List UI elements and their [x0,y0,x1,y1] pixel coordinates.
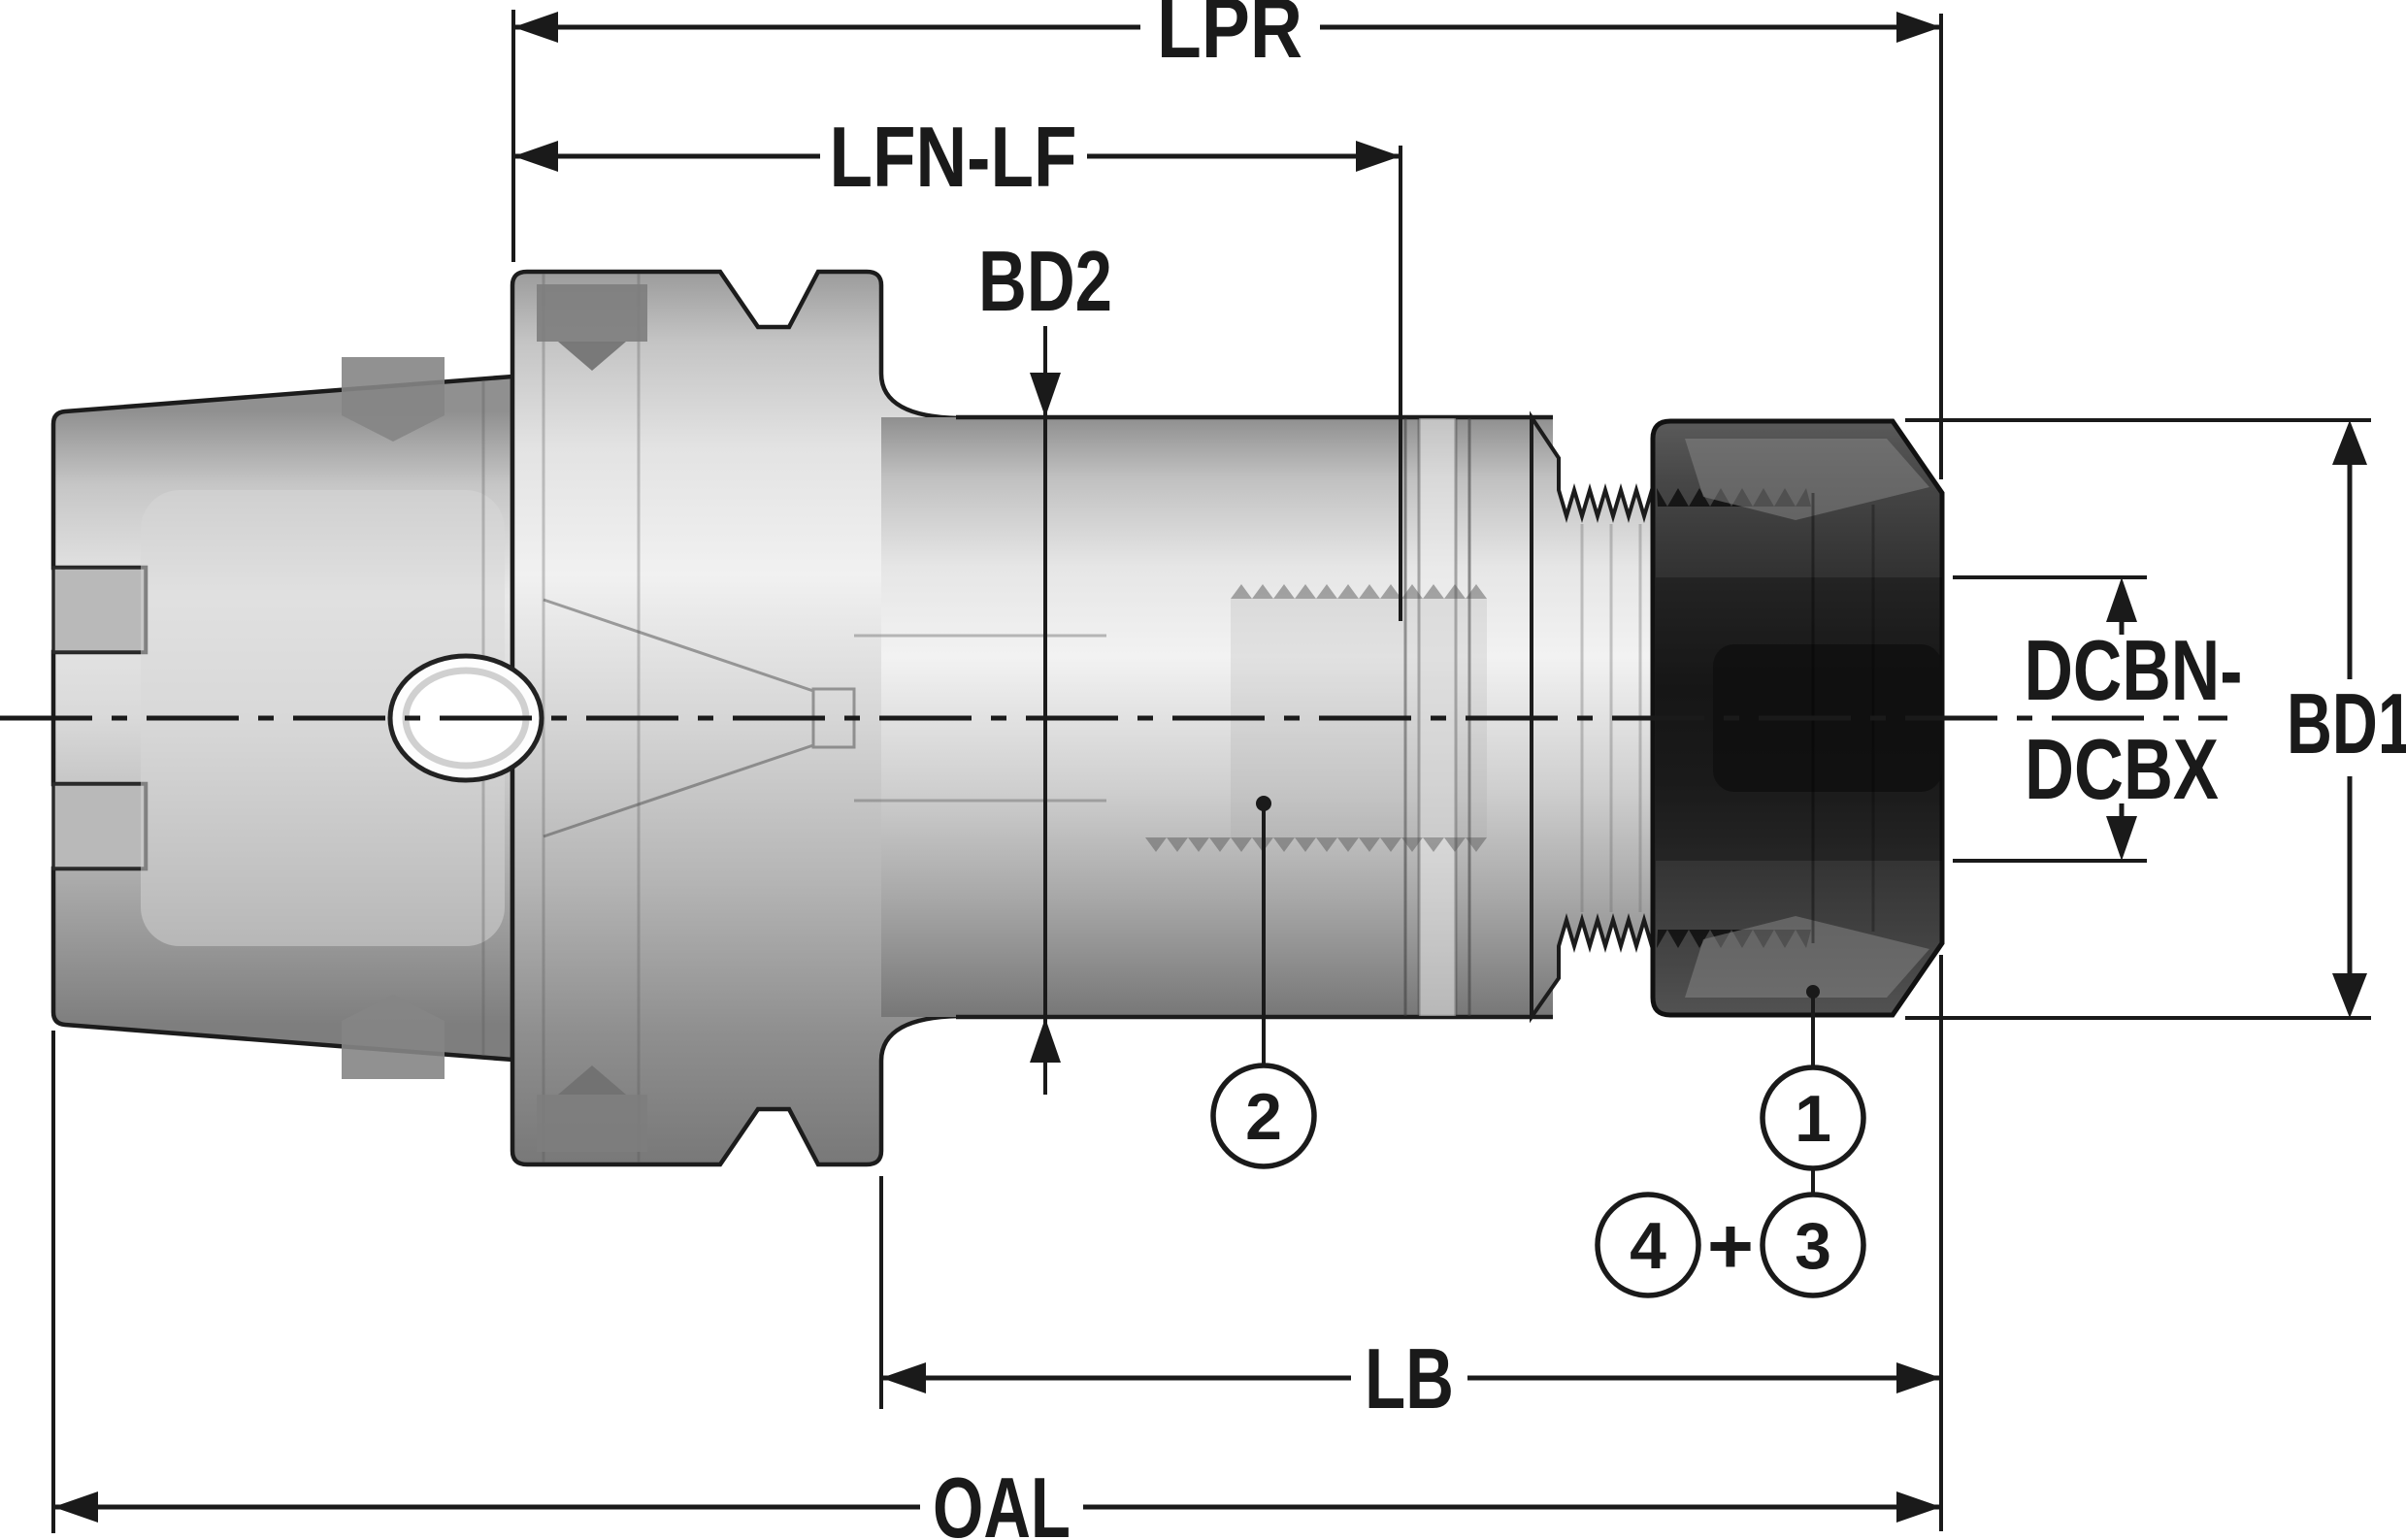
shank-keyway-bottom [342,995,445,1079]
shank-notch-bottom [51,782,148,870]
dimension-label-dcbx: DCBX [2025,721,2219,817]
dim-lb: LB [881,1330,1941,1426]
callout-2: 2 [1210,796,1317,1169]
dim-lpr: LPR [513,0,1941,76]
extension-lines [51,10,2371,1533]
callout-2-number: 2 [1245,1080,1282,1154]
dimension-label-bd1: BD1 [2287,675,2406,771]
callout-4-number: 4 [1630,1209,1666,1283]
shank-keyway-top [342,357,445,442]
dimension-label-lfn-lf: LFN-LF [830,109,1077,205]
dimension-label-bd2: BD2 [978,233,1112,329]
flange-keyway-top [537,284,647,342]
dimension-label-oal: OAL [933,1459,1071,1540]
plus-sign: + [1707,1202,1754,1291]
dimension-label-lpr: LPR [1157,0,1302,76]
dimension-label-lb: LB [1365,1330,1454,1426]
dim-bd2: BD2 [978,233,1112,1095]
dim-dcbn-dcbx: DCBN- DCBX [2025,577,2243,861]
internal-bore-details [543,598,1106,838]
dim-bd1: BD1 [2287,420,2406,1018]
callout-4-plus-3: 4 + 3 [1595,1168,1866,1298]
shank-notch-top [51,566,148,654]
dim-oal: OAL [53,1459,1941,1540]
dimension-label-dcbn: DCBN- [2025,622,2243,718]
callout-1-number: 1 [1795,1082,1831,1156]
callout-1: 1 [1760,985,1866,1171]
flange-keyway-bottom [537,1095,647,1152]
tool-shank [50,357,515,1079]
callout-3-number: 3 [1795,1209,1831,1283]
dim-lfn-lf: LFN-LF [513,109,1401,205]
